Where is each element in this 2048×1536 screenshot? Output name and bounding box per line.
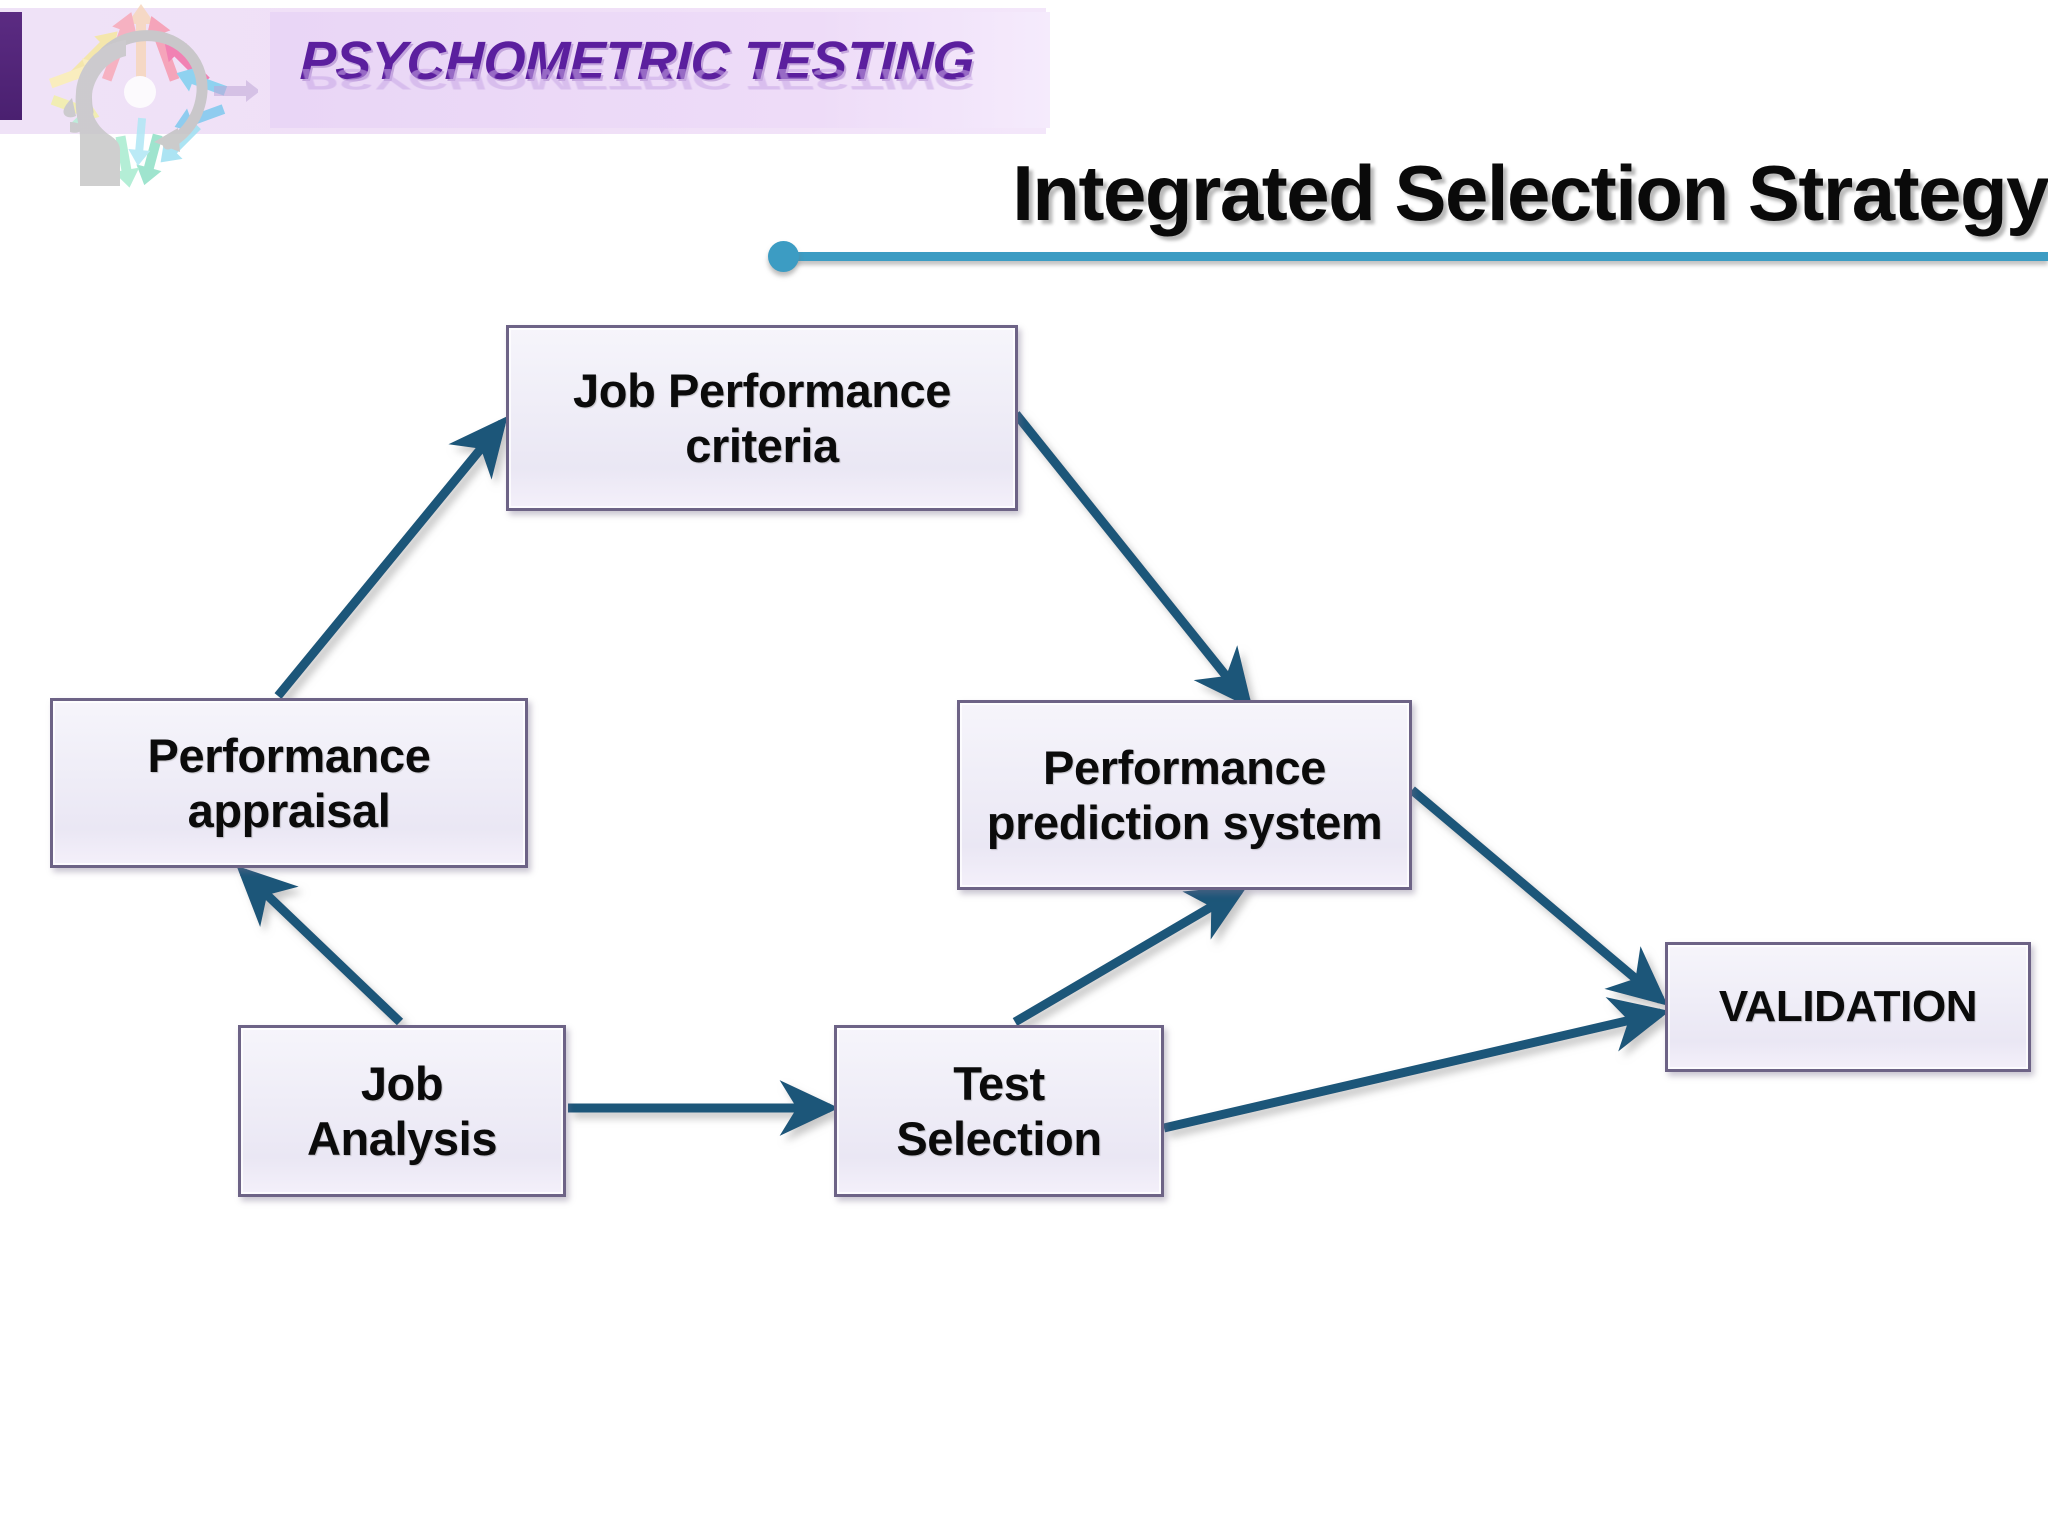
node-label: Performance prediction system [986,740,1383,849]
node-label: Job Performance criteria [573,363,951,472]
node-label: VALIDATION [1718,982,1978,1032]
head-with-radiating-arrows-icon [48,4,258,188]
node-label: Performance appraisal [147,728,431,837]
node-label: Test Selection [896,1056,1102,1165]
banner-title-plate [270,12,1050,128]
node-job-analysis[interactable]: Job Analysis [238,1025,566,1197]
node-label: Job Analysis [306,1056,498,1165]
arrow-appraisal-to-criteria [274,416,508,699]
node-job-performance-criteria[interactable]: Job Performance criteria [506,325,1018,511]
banner-left-tab [0,12,22,120]
arrow-analysis-to-appraisal [236,865,404,1026]
title-rule-dot-icon [768,241,799,272]
arrow-test-to-validation [1162,997,1670,1133]
arrow-criteria-to-prediction [1012,411,1253,710]
node-test-selection[interactable]: Test Selection [834,1025,1164,1197]
node-performance-prediction-system[interactable]: Performance prediction system [957,700,1412,890]
banner-title-reflection: PSYCHOMETRIC TESTING [300,62,976,96]
page-title: Integrated Selection Strategy [1012,149,2048,237]
arrow-prediction-to-validation [1409,786,1668,1006]
arrow-test-to-prediction [1012,885,1248,1026]
title-underline-rule [782,252,2048,261]
node-performance-appraisal[interactable]: Performance appraisal [50,698,528,868]
node-validation[interactable]: VALIDATION [1665,942,2031,1072]
